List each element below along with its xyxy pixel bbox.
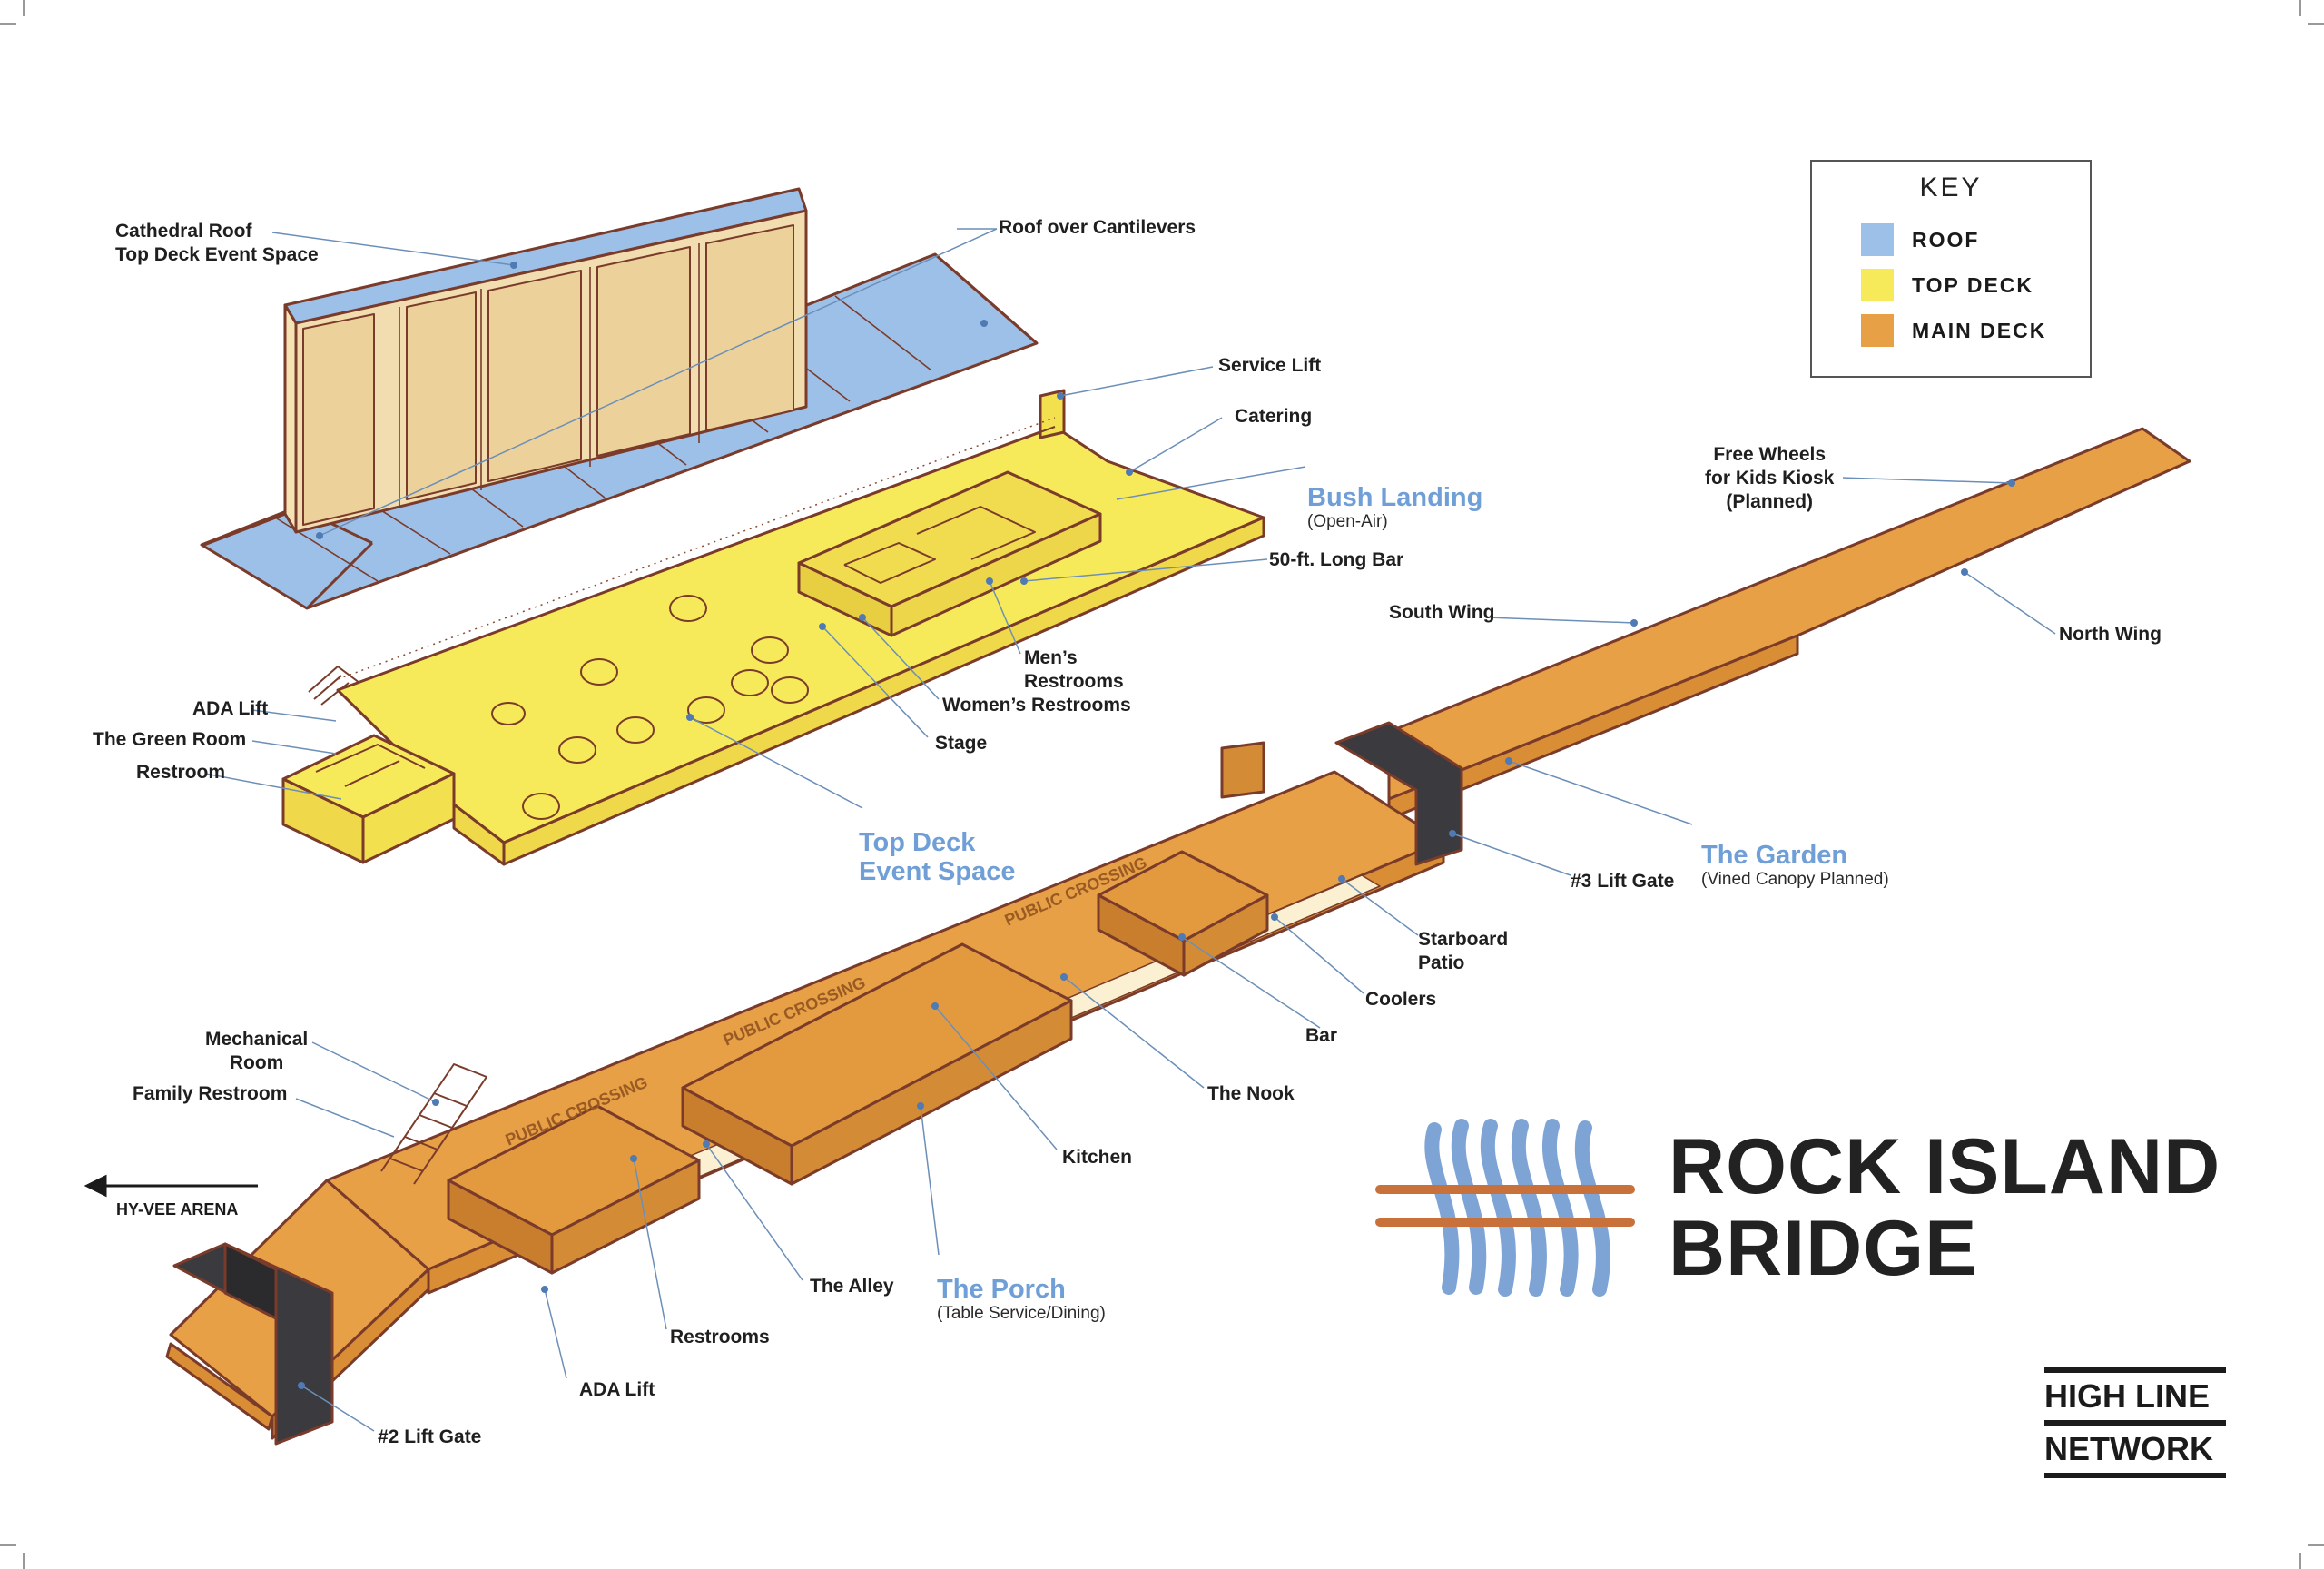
area-bush-landing: Bush Landing (Open-Air) xyxy=(1307,454,1482,561)
label-restroom-top: Restroom xyxy=(136,762,226,783)
label-bar: Bar xyxy=(1305,1025,1338,1046)
label-cathedral-roof: Cathedral Roof Top Deck Event Space xyxy=(115,221,319,265)
label-long-bar: 50-ft. Long Bar xyxy=(1269,549,1404,570)
label-restrooms-main: Restrooms xyxy=(670,1327,770,1347)
label-service-lift: Service Lift xyxy=(1218,355,1322,376)
area-the-porch: The Porch (Table Service/Dining) xyxy=(937,1246,1106,1353)
label-womens-restrooms: Women’s Restrooms xyxy=(942,695,1131,715)
label-catering: Catering xyxy=(1235,406,1313,427)
label-coolers: Coolers xyxy=(1365,989,1437,1010)
area-the-garden-name: The Garden xyxy=(1701,841,1848,870)
label-family-restroom: Family Restroom xyxy=(133,1083,288,1104)
logo-rule-middle xyxy=(2044,1420,2226,1426)
lift-gate-3 xyxy=(1334,721,1463,866)
top-deck-swatch xyxy=(1861,269,1894,301)
area-bush-landing-name: Bush Landing xyxy=(1307,483,1483,512)
key-label-top-deck: TOP DECK xyxy=(1912,273,2034,297)
area-the-porch-note: (Table Service/Dining) xyxy=(937,1304,1106,1323)
roof-structure xyxy=(200,187,1039,610)
label-the-alley: The Alley xyxy=(810,1276,894,1297)
rock-island-logo-icon xyxy=(1375,1119,1635,1297)
key-label-main-deck: MAIN DECK xyxy=(1912,319,2047,342)
label-ada-lift-main: ADA Lift xyxy=(579,1379,655,1400)
area-the-garden-note: (Vined Canopy Planned) xyxy=(1701,870,1889,889)
logo-rule-bottom xyxy=(2044,1473,2226,1478)
label-stage: Stage xyxy=(935,733,988,754)
area-the-garden: The Garden (Vined Canopy Planned) xyxy=(1701,812,1889,919)
key-label-roof: ROOF xyxy=(1912,228,1980,252)
area-the-porch-name: The Porch xyxy=(937,1275,1066,1304)
service-lift xyxy=(1039,389,1066,439)
label-lift-gate-3: #3 Lift Gate xyxy=(1571,871,1675,892)
label-lift-gate-2: #2 Lift Gate xyxy=(378,1426,482,1447)
page-title: ROCK ISLAND BRIDGE xyxy=(1669,1123,2221,1292)
leader-lines xyxy=(204,228,2056,1432)
label-north-wing: North Wing xyxy=(2059,624,2162,645)
leader-dots xyxy=(298,262,2015,1389)
label-roof-over-cantilevers: Roof over Cantilevers xyxy=(999,217,1196,238)
brand-line-1: HIGH LINE xyxy=(2044,1377,2211,1415)
area-top-deck-event-space: Top Deck Event Space xyxy=(859,799,1015,886)
label-the-nook: The Nook xyxy=(1207,1083,1295,1104)
north-wing xyxy=(1387,427,2191,801)
label-free-wheels: Free Wheels for Kids Kiosk (Planned) xyxy=(1705,444,1835,512)
label-mens-restrooms: Men’s Restrooms xyxy=(1024,647,1124,692)
label-ada-lift-top: ADA Lift xyxy=(192,698,269,719)
arrow-left-icon xyxy=(84,1174,258,1198)
label-mechanical-room: Mechanical Room xyxy=(205,1029,309,1073)
area-bush-landing-note: (Open-Air) xyxy=(1307,512,1388,531)
label-kitchen: Kitchen xyxy=(1062,1147,1133,1168)
label-green-room: The Green Room xyxy=(93,729,247,750)
logo-rule-top xyxy=(2044,1367,2226,1373)
area-top-deck-name: Top Deck Event Space xyxy=(859,828,1016,886)
main-deck-swatch xyxy=(1861,314,1894,347)
key-title: KEY xyxy=(1919,173,1983,202)
roof-swatch xyxy=(1861,223,1894,256)
direction-label: HY-VEE ARENA xyxy=(116,1200,239,1219)
label-starboard-patio: Starboard Patio xyxy=(1418,929,1509,973)
map-key: KEY ROOF TOP DECK MAIN DECK xyxy=(1810,160,2092,378)
label-south-wing: South Wing xyxy=(1389,602,1495,623)
high-line-network-logo: HIGH LINE NETWORK xyxy=(2044,1367,2226,1478)
main-deck xyxy=(165,427,2191,1446)
brand-line-2: NETWORK xyxy=(2044,1430,2213,1467)
